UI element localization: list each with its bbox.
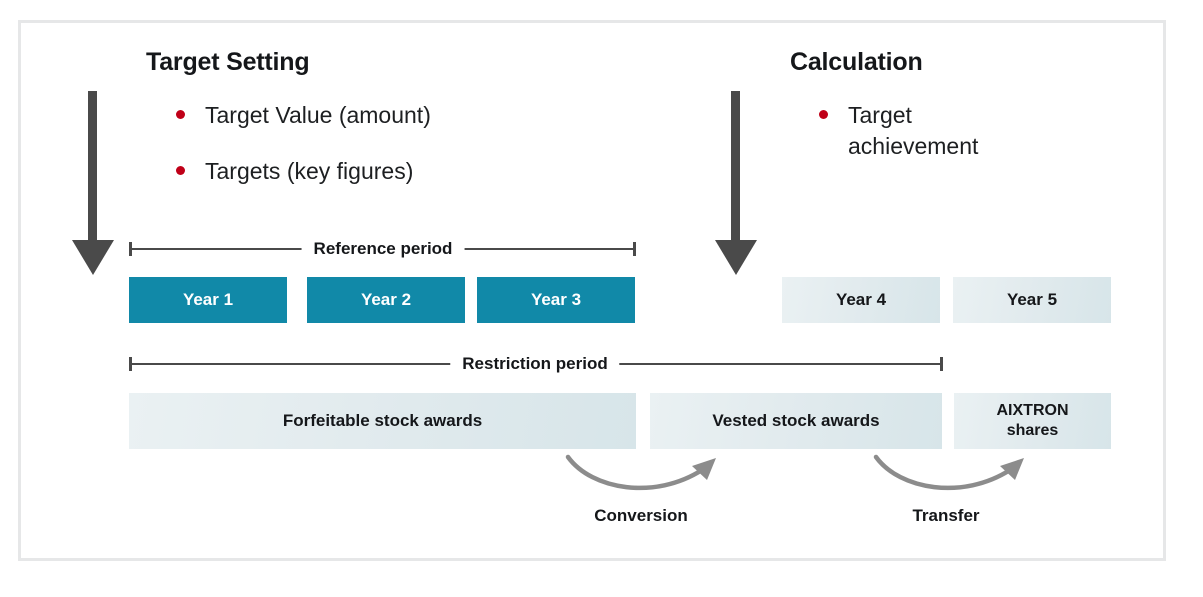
year-bar-label: Year 1 (182, 290, 234, 309)
award-bar-label: Vested stock awards (712, 411, 880, 430)
bracket-restriction-period: Restriction period (129, 351, 943, 377)
bullet-item-target-value: Target Value (amount) (176, 100, 431, 131)
year-bar-label: Year 4 (835, 290, 887, 309)
award-bar-label: AIXTRON shares (996, 402, 1069, 439)
bullet-label: Target achievement (848, 102, 979, 159)
year-bar-year-5: Year 5 (953, 277, 1111, 323)
bullet-dot-icon (819, 110, 828, 119)
transfer-curved-arrow-icon (873, 454, 1024, 491)
flow-arrow-caption-conversion: Conversion (594, 506, 688, 525)
flow-arrow-caption-transfer: Transfer (912, 506, 980, 525)
bracket-reference-period: Reference period (129, 236, 636, 262)
target-setting-down-arrow-icon (72, 91, 114, 275)
bullet-dot-icon (176, 166, 185, 175)
year-bar-label: Year 3 (530, 290, 582, 309)
award-bar-label: Forfeitable stock awards (282, 411, 483, 430)
bracket-label-restriction-period: Restriction period (450, 351, 620, 377)
page-title-calculation: Calculation (790, 48, 923, 76)
year-bar-year-2: Year 2 (307, 277, 465, 323)
year-bar-label: Year 2 (360, 290, 412, 309)
bullet-dot-icon (176, 110, 185, 119)
award-bar-vested-stock-awards: Vested stock awards (650, 393, 942, 449)
year-bar-label: Year 5 (1006, 290, 1058, 309)
bullet-item-target-achievement: Target achievement (819, 100, 978, 162)
bullet-label: Targets (key figures) (205, 158, 414, 184)
page-title-target-setting: Target Setting (146, 48, 310, 76)
year-bar-year-3: Year 3 (477, 277, 635, 323)
year-bar-year-4: Year 4 (782, 277, 940, 323)
award-bar-forfeitable-stock-awards: Forfeitable stock awards (129, 393, 636, 449)
award-bar-aixtron-shares: AIXTRON shares (954, 393, 1111, 449)
bracket-label-reference-period: Reference period (301, 236, 465, 262)
calculation-down-arrow-icon (715, 91, 757, 275)
year-bar-year-1: Year 1 (129, 277, 287, 323)
bullet-item-targets-key-figures: Targets (key figures) (176, 156, 413, 187)
conversion-curved-arrow-icon (565, 454, 716, 491)
bullet-label: Target Value (amount) (205, 102, 431, 128)
